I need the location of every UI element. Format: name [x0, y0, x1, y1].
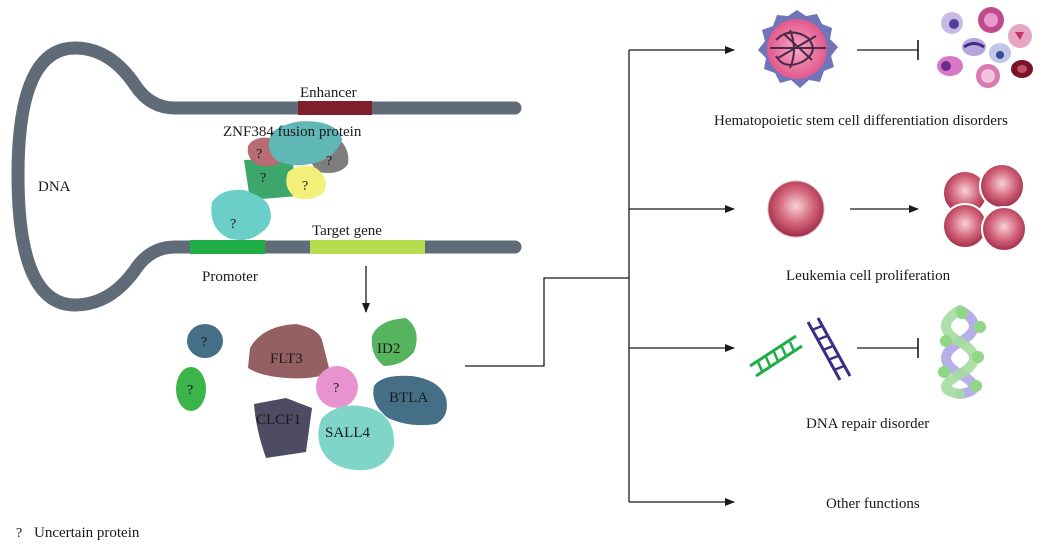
outcome-label-dna-repair: DNA repair disorder [806, 416, 929, 432]
sall4-protein [318, 405, 395, 471]
clcf1-protein [254, 398, 312, 458]
promoter-region [190, 240, 265, 254]
legend-text: Uncertain protein [34, 525, 140, 541]
blood-cells-icon [937, 7, 1033, 88]
complex-teal-large [268, 121, 342, 166]
leukemia-cell-icon [767, 180, 825, 238]
btla-protein [373, 375, 447, 426]
unknown-mark-teal: ? [230, 217, 236, 232]
promoter-label: Promoter [202, 269, 258, 285]
unknown-protein-green [176, 367, 206, 411]
branch-connector [465, 46, 735, 506]
unknown-protein-blue-mark: ? [201, 335, 207, 350]
enhancer-region [298, 101, 372, 115]
outcome-differentiation: Hematopoietic stem cell differentiation … [714, 7, 1033, 129]
dna-loop: DNA Enhancer Target gene Promoter [11, 41, 522, 312]
target-gene-region [310, 240, 425, 254]
complex-teal-lower [211, 189, 271, 240]
complex-green-block [244, 158, 298, 200]
unknown-mark-gray: ? [326, 154, 332, 169]
outcome-dna-repair: DNA repair disorder [749, 305, 986, 432]
unknown-mark-green: ? [260, 171, 266, 186]
unknown-protein-blue [187, 324, 223, 358]
btla-label: BTLA [389, 390, 428, 406]
flt3-protein [248, 324, 330, 379]
unknown-protein-green-mark: ? [187, 383, 193, 398]
clcf1-label: CLCF1 [256, 412, 301, 428]
unknown-mark-rose: ? [256, 147, 262, 162]
id2-protein [371, 318, 417, 366]
outcome-label-other: Other functions [826, 496, 920, 512]
dna-label: DNA [38, 179, 71, 195]
id2-label: ID2 [377, 341, 400, 357]
proliferating-cells-icon [942, 163, 1027, 252]
outcome-label-differentiation: Hematopoietic stem cell differentiation … [714, 113, 1008, 129]
sall4-label: SALL4 [325, 425, 371, 441]
broken-dna-icon [749, 317, 852, 381]
stem-cell-icon [758, 10, 838, 88]
outcome-proliferation: Leukemia cell proliferation [767, 163, 1027, 284]
target-gene-label: Target gene [312, 223, 382, 239]
enhancer-label: Enhancer [300, 85, 357, 101]
downstream-proteins: ? ? FLT3 ID2 ? BTLA CLCF1 SALL4 [176, 318, 447, 471]
unknown-protein-pink [316, 366, 358, 408]
fusion-protein-label: ZNF384 fusion protein [223, 124, 362, 140]
flt3-label: FLT3 [270, 351, 303, 367]
outcome-label-proliferation: Leukemia cell proliferation [786, 268, 951, 284]
dna-helix-icon [938, 305, 986, 399]
fusion-protein-complex: ZNF384 fusion protein ? ? ? ? ? [211, 121, 362, 240]
complex-yellow-blob [286, 165, 326, 200]
legend-symbol: ? [16, 526, 22, 541]
unknown-protein-pink-mark: ? [333, 381, 339, 396]
connector-trunk [465, 277, 629, 367]
unknown-mark-yellow: ? [302, 179, 308, 194]
dna-strand [11, 41, 522, 312]
legend: ? Uncertain protein [16, 525, 140, 541]
